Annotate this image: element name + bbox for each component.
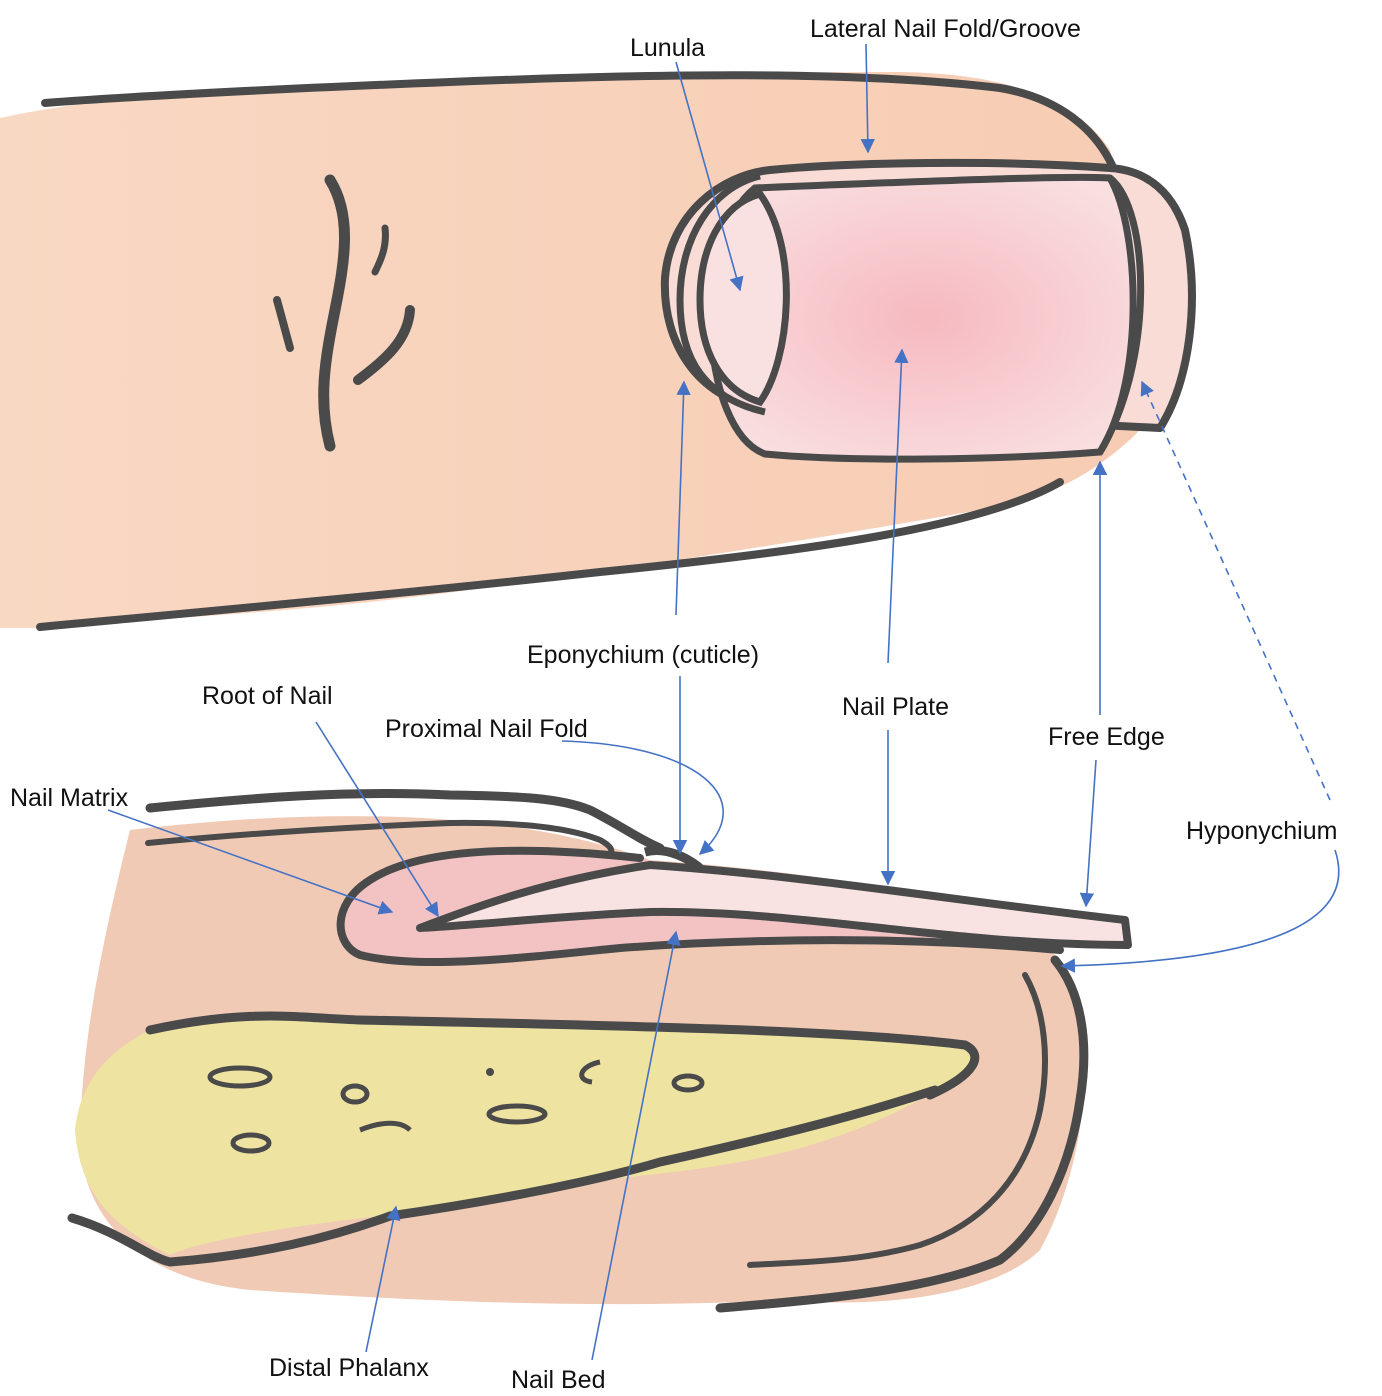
bone-pore — [486, 1068, 494, 1076]
arrow-free-edge-down — [1086, 760, 1096, 906]
label-free-edge: Free Edge — [1048, 723, 1165, 751]
label-nail-bed: Nail Bed — [511, 1366, 606, 1394]
label-hyponychium: Hyponychium — [1186, 817, 1337, 845]
label-eponychium: Eponychium (cuticle) — [527, 641, 759, 669]
finger-cross-section — [72, 793, 1128, 1308]
label-root-of-nail: Root of Nail — [202, 682, 333, 710]
label-nail-plate: Nail Plate — [842, 693, 949, 721]
arrow-hyponychium-top — [1142, 382, 1330, 800]
label-nail-matrix: Nail Matrix — [10, 784, 129, 812]
label-lunula: Lunula — [630, 34, 705, 62]
label-distal-phalanx: Distal Phalanx — [269, 1354, 429, 1382]
label-proximal-nail-fold: Proximal Nail Fold — [385, 715, 588, 743]
label-lateral-nail-fold: Lateral Nail Fold/Groove — [810, 15, 1081, 43]
finger-top-view — [0, 72, 1192, 628]
